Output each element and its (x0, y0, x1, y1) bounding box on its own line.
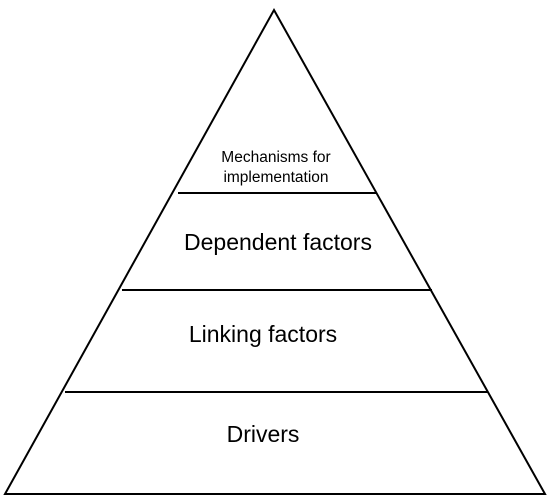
pyramid-outline (3, 7, 547, 495)
tier-mechanisms-line-1: Mechanisms for (221, 149, 330, 166)
tier-drivers-label: Drivers (227, 421, 300, 447)
tier-dependent: Dependent factors (184, 229, 372, 255)
tier-mechanisms-line-2: implementation (223, 169, 328, 186)
tier-mechanisms: Mechanisms for implementation (221, 149, 330, 186)
tier-linking-label: Linking factors (189, 321, 337, 347)
tier-drivers: Drivers (227, 421, 300, 447)
tier-dependent-label: Dependent factors (184, 229, 372, 255)
tier-linking: Linking factors (189, 321, 337, 347)
